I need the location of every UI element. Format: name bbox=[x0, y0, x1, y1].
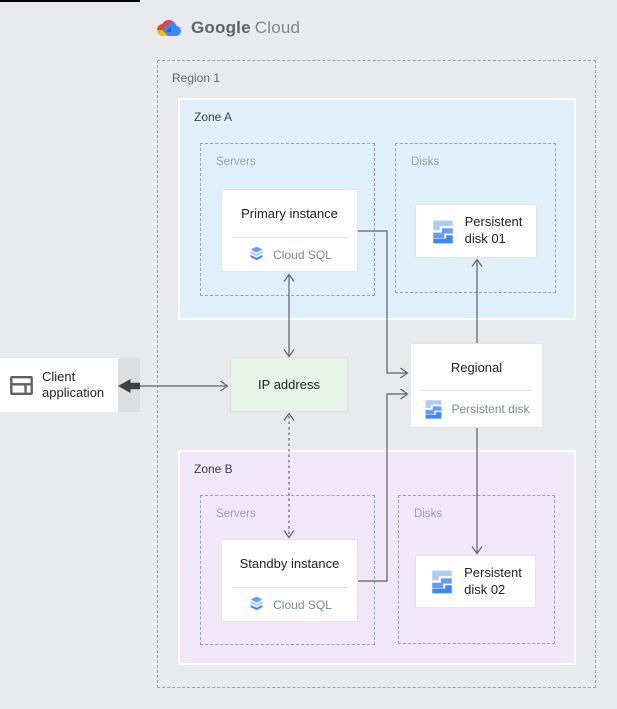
divider bbox=[232, 237, 347, 238]
persistent-disk-02-card: Persistent disk 02 bbox=[415, 555, 536, 608]
regional-disk-subtitle: Persistent disk bbox=[451, 402, 530, 416]
persistent-disk-01-label: Persistent disk 01 bbox=[464, 214, 523, 246]
divider bbox=[232, 587, 347, 588]
persistent-disk-icon bbox=[429, 568, 455, 595]
zone-b-label: Zone B bbox=[194, 462, 233, 476]
client-application-icon bbox=[10, 375, 33, 395]
primary-instance-card: Primary instance Cloud SQL bbox=[221, 189, 358, 272]
client-application-label: Client application bbox=[42, 368, 105, 400]
zone-b-disks-label: Disks bbox=[414, 508, 443, 520]
standby-instance-product-label: Cloud SQL bbox=[273, 597, 332, 612]
persistent-disk-02-label: Persistent disk 02 bbox=[464, 564, 522, 597]
client-application-card: Client application bbox=[0, 358, 118, 412]
cloud-sql-icon bbox=[247, 244, 266, 265]
persistent-disk-01-card: Persistent disk 01 bbox=[415, 204, 537, 258]
region-label: Region 1 bbox=[172, 71, 221, 85]
divider bbox=[421, 390, 532, 391]
top-black-line bbox=[0, 0, 140, 2]
client-card-edge-strip bbox=[118, 358, 140, 412]
logo-word-google: Google bbox=[191, 18, 251, 37]
standby-instance-title: Standby instance bbox=[239, 556, 340, 571]
zone-a-servers-label: Servers bbox=[216, 156, 256, 168]
persistent-disk-icon bbox=[423, 398, 444, 420]
regional-persistent-disk-card: Regional Persistent disk bbox=[410, 343, 543, 428]
zone-a-servers-group: Servers bbox=[200, 143, 375, 296]
cloud-sql-icon bbox=[247, 594, 266, 615]
region-1-boundary: Region 1 bbox=[157, 60, 596, 688]
ip-address-label: IP address bbox=[258, 377, 320, 392]
persistent-disk-icon bbox=[430, 218, 456, 245]
ip-address-card: IP address bbox=[230, 357, 348, 412]
regional-disk-title: Regional bbox=[450, 359, 503, 375]
google-cloud-logo-icon bbox=[154, 16, 184, 40]
primary-instance-product-label: Cloud SQL bbox=[273, 247, 332, 262]
logo-word-cloud: Cloud bbox=[254, 18, 301, 37]
zone-a-disks-label: Disks bbox=[411, 156, 440, 168]
primary-instance-title: Primary instance bbox=[241, 206, 338, 221]
zone-b-servers-label: Servers bbox=[216, 508, 256, 520]
standby-instance-card: Standby instance Cloud SQL bbox=[221, 539, 358, 622]
zone-a-disks-group: Disks bbox=[395, 143, 556, 293]
zone-a-label: Zone A bbox=[194, 110, 233, 124]
